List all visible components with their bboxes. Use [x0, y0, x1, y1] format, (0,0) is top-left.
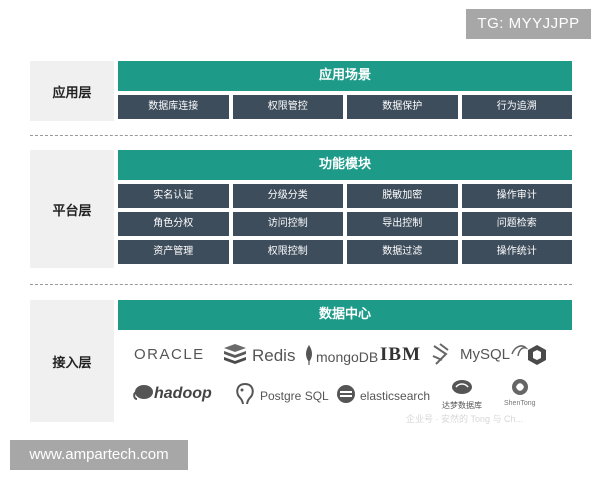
platform-cell: 权限控制 — [232, 240, 343, 264]
application-layer-body: 应用场景 数据库连接 权限管控 数据保护 行为追溯 — [118, 61, 572, 119]
faint-watermark-text: 企业号 · 安然的 Tong 与 Ch... — [406, 414, 524, 424]
application-grid: 数据库连接 权限管控 数据保护 行为追溯 — [118, 95, 572, 119]
cube-icon — [526, 344, 548, 370]
hadoop-elephant-icon — [132, 382, 154, 406]
database-logos: ORACLE Redis — [118, 336, 572, 424]
shentong-logo: ShenTong — [504, 378, 536, 407]
platform-cell: 实名认证 — [118, 184, 229, 208]
watermark-bottom: www.ampartech.com — [10, 440, 188, 470]
app-cell-permission-control: 权限管控 — [232, 95, 343, 119]
function-module-title: 功能模块 — [118, 150, 572, 180]
hadoop-logo: hadoop — [132, 382, 212, 406]
hbase-icon — [430, 342, 452, 372]
dameng-icon — [451, 378, 473, 400]
watermark-top: TG: MYYJJPP — [466, 9, 591, 39]
redis-icon — [222, 342, 248, 370]
access-layer-body: 数据中心 ORACLE Redis — [118, 300, 572, 424]
redis-logo: Redis — [222, 342, 295, 370]
app-cell-db-connect: 数据库连接 — [118, 95, 229, 119]
platform-cell: 数据过滤 — [347, 240, 458, 264]
application-layer: 应用层 应用场景 数据库连接 权限管控 数据保护 行为追溯 — [30, 61, 572, 121]
layer-label-platform: 平台层 — [30, 150, 114, 268]
elasticsearch-logo: elasticsearch — [336, 384, 430, 408]
divider-2 — [30, 284, 572, 285]
mysql-logo: MySQL — [460, 342, 529, 366]
divider-1 — [30, 135, 572, 136]
platform-cell: 导出控制 — [347, 212, 458, 236]
mysql-dolphin-icon — [510, 342, 529, 366]
platform-cell: 分级分类 — [232, 184, 343, 208]
access-layer: 接入层 数据中心 ORACLE Redis — [30, 300, 572, 424]
platform-layer: 平台层 功能模块 实名认证 分级分类 脱敏加密 操作审计 角色分权 访问控制 导… — [30, 150, 572, 268]
data-center-title: 数据中心 — [118, 300, 572, 330]
platform-cell: 问题检索 — [461, 212, 572, 236]
platform-grid: 实名认证 分级分类 脱敏加密 操作审计 角色分权 访问控制 导出控制 问题检索 … — [118, 184, 572, 264]
app-cell-data-protection: 数据保护 — [347, 95, 458, 119]
platform-cell: 操作统计 — [461, 240, 572, 264]
cube-logo — [526, 344, 548, 370]
mongodb-logo: mongoDB — [304, 344, 378, 370]
platform-cell: 角色分权 — [118, 212, 229, 236]
hbase-logo — [430, 342, 452, 372]
oracle-logo: ORACLE — [134, 346, 205, 363]
elasticsearch-icon — [336, 384, 356, 408]
postgres-logo: Postgre SQL — [234, 382, 329, 410]
platform-cell: 操作审计 — [461, 184, 572, 208]
mongodb-leaf-icon — [304, 344, 314, 370]
app-cell-behavior-trace: 行为追溯 — [461, 95, 572, 119]
layer-label-application: 应用层 — [30, 61, 114, 121]
application-scene-title: 应用场景 — [118, 61, 572, 91]
ibm-logo: IBM — [380, 344, 421, 365]
dameng-logo: 达梦数据库 — [442, 378, 482, 411]
platform-layer-body: 功能模块 实名认证 分级分类 脱敏加密 操作审计 角色分权 访问控制 导出控制 … — [118, 150, 572, 264]
platform-cell: 访问控制 — [232, 212, 343, 236]
shentong-icon — [510, 378, 530, 400]
platform-cell: 资产管理 — [118, 240, 229, 264]
layer-label-access: 接入层 — [30, 300, 114, 422]
platform-cell: 脱敏加密 — [347, 184, 458, 208]
postgres-elephant-icon — [234, 382, 256, 410]
